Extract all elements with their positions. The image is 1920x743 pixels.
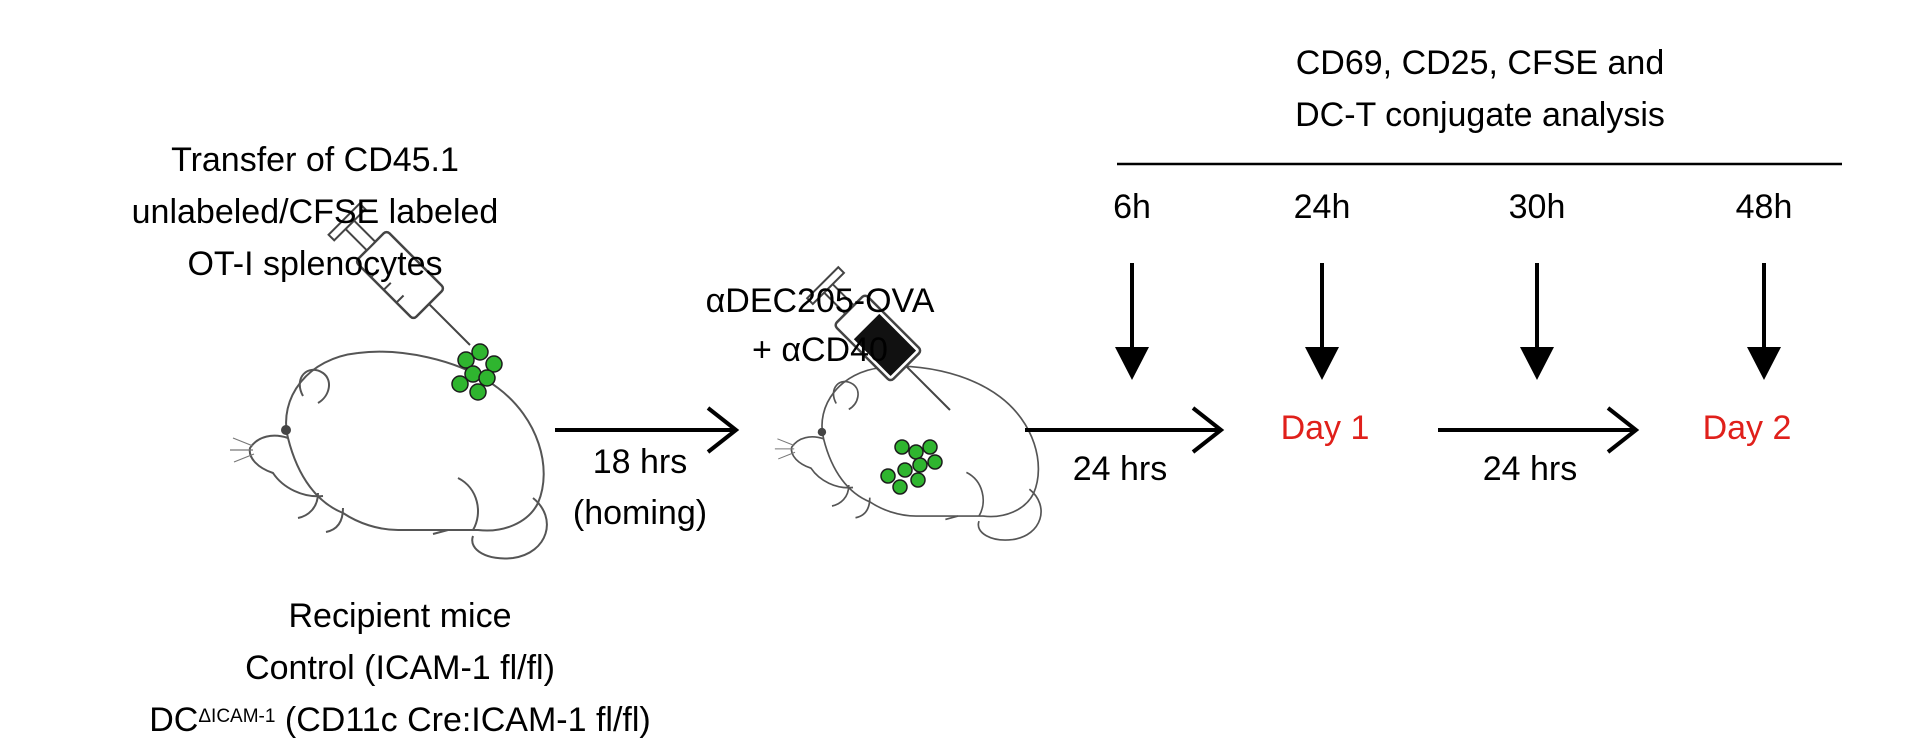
recipient-dc-prefix: DC <box>149 701 199 739</box>
step2-duration: 24 hrs <box>1072 450 1168 488</box>
day2-label: Day 2 <box>1702 409 1792 447</box>
timepoint-arrow-6h <box>1115 263 1149 380</box>
transfer-label-line3: OT-I splenocytes <box>187 245 443 283</box>
mouse-icon <box>774 365 1042 541</box>
step1-note: (homing) <box>572 494 708 532</box>
recipient-dc-superscript: ΔICAM-1 <box>198 706 276 727</box>
injection-line2: + αCD40 <box>752 331 888 369</box>
labeled-cells-mouse <box>880 439 943 495</box>
arrow-24hrs-2 <box>1438 406 1640 454</box>
mouse-icon <box>229 350 548 560</box>
transfer-label-line2: unlabeled/CFSE labeled <box>131 193 499 231</box>
step3-duration: 24 hrs <box>1482 450 1578 488</box>
timepoint-arrow-30h <box>1520 263 1554 380</box>
recipient-title: Recipient mice <box>288 597 512 635</box>
syringe-icon <box>805 265 951 411</box>
analysis-line1: CD69, CD25, CFSE and <box>1295 44 1665 82</box>
step1-duration: 18 hrs <box>592 443 688 481</box>
recipient-control: Control (ICAM-1 fl/fl) <box>245 649 555 687</box>
recipient-dc-suffix: (CD11c Cre:ICAM-1 fl/fl) <box>275 701 651 739</box>
analysis-line2: DC-T conjugate analysis <box>1295 96 1665 134</box>
transfer-label-line1: Transfer of CD45.1 <box>171 141 459 179</box>
timepoint-48h: 48h <box>1735 188 1793 226</box>
injection-line1: αDEC205-OVA <box>705 282 935 320</box>
timepoint-24h: 24h <box>1293 188 1351 226</box>
timepoint-arrow-24h <box>1305 263 1339 380</box>
arrow-18hrs <box>555 406 740 454</box>
recipient-dc-knockout: DCΔICAM-1 (CD11c Cre:ICAM-1 fl/fl) <box>75 701 725 739</box>
day1-label: Day 1 <box>1280 409 1370 447</box>
arrow-24hrs-1 <box>1025 406 1225 454</box>
timepoint-arrow-48h <box>1747 263 1781 380</box>
timepoint-6h: 6h <box>1113 188 1151 226</box>
labeled-cells-syringe <box>451 343 503 401</box>
syringe-icon <box>327 202 471 346</box>
timepoint-30h: 30h <box>1508 188 1566 226</box>
